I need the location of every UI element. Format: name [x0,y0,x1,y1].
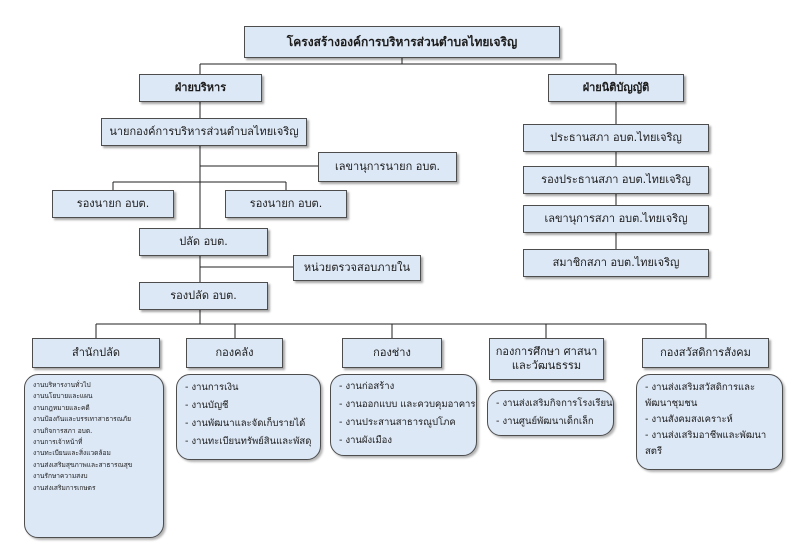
task-item: - งานส่งเสริมอาชีพและพัฒนาสตรี [645,430,767,457]
mayor-secretary-box: เลขานุการนายก อบต. [318,152,457,182]
task-item: งานป้องกันและบรรเทาสาธารณภัย [33,415,132,424]
legislative-head: ฝ่ายนิติบัญญัติ [548,74,684,102]
division-box: กองสวัสดิการสังคม [642,338,769,368]
task-item: งานการเจ้าหน้าที่ [33,438,83,447]
internal-audit-box: หน่วยตรวจสอบภายใน [293,255,421,281]
task-item: - งานสังคมสงเคราะห์ [645,414,733,425]
task-item: งานรักษาความสงบ [33,472,88,481]
mayor-box: นายกองค์การบริหารส่วนตำบลไทยเจริญ [101,118,307,146]
page-title: โครงสร้างองค์การบริหารส่วนตำบลไทยเจริญ [244,26,560,58]
task-item: งานส่งเสริมสุขภาพและสาธารณสุข [33,460,133,469]
division-box: กองคลัง [186,338,283,368]
task-item: งานบริหารงานทั่วไป [33,381,91,389]
task-item: งานทะเบียนและสิ่งแวดล้อม [33,449,111,458]
council-vice-president-box: รองประธานสภา อบต.ไทยเจริญ [523,166,709,194]
deputy-palad-box: รองปลัด อบต. [139,282,268,310]
palad-box: ปลัด อบต. [139,228,268,256]
division-box: กองช่าง [342,338,442,368]
division-task-list: - งานส่งเสริมกิจการโรงเรียน - งานศูนย์พั… [487,390,614,436]
task-item: - งานการเงิน [185,382,239,393]
task-item: - งานบัญชี [185,400,229,411]
task-item: งานกฎหมายและคดี [33,403,90,412]
division-box: กองการศึกษา ศาสนา และวัฒนธรรม [489,338,604,380]
council-member-box: สมาชิกสภา อบต.ไทยเจริญ [523,249,709,277]
task-item: - งานออกแบบ และควบคุมอาคาร [339,399,476,410]
task-item: - งานพัฒนาและจัดเก็บรายได้ [185,418,306,429]
deputy-mayor-box: รองนายก อบต. [225,190,347,218]
division-task-list: - งานส่งเสริมสวัสดิการและพัฒนาชุมชน - งา… [636,374,783,470]
task-item: - งานก่อสร้าง [339,381,395,392]
executive-head: ฝ่ายบริหาร [139,74,262,102]
deputy-mayor-box: รองนายก อบต. [52,190,174,218]
task-item: - งานผังเมือง [339,435,392,446]
division-box: สำนักปลัด [32,338,160,368]
division-task-list: - งานการเงิน - งานบัญชี - งานพัฒนาและจัด… [176,374,321,460]
task-item: งานส่งเสริมการเกษตร [33,483,96,492]
task-item: - งานส่งเสริมกิจการโรงเรียน [496,398,613,409]
task-item: - งานส่งเสริมสวัสดิการและพัฒนาชุมชน [645,382,756,409]
task-item: - งานศูนย์พัฒนาเด็กเล็ก [496,416,594,427]
council-secretary-box: เลขานุการสภา อบต.ไทยเจริญ [523,205,709,233]
division-task-list: - งานก่อสร้าง - งานออกแบบ และควบคุมอาคาร… [330,374,477,456]
task-item: - งานทะเบียนทรัพย์สินและพัสดุ [185,436,312,447]
task-item: - งานประสานสาธารณูปโภค [339,417,456,428]
council-president-box: ประธานสภา อบต.ไทยเจริญ [523,124,709,152]
task-item: งานกิจการสภา อบต. [33,426,93,435]
division-task-list: งานบริหารงานทั่วไป งานนโยบายและแผน งานกฎ… [24,374,164,538]
task-item: งานนโยบายและแผน [33,392,93,401]
